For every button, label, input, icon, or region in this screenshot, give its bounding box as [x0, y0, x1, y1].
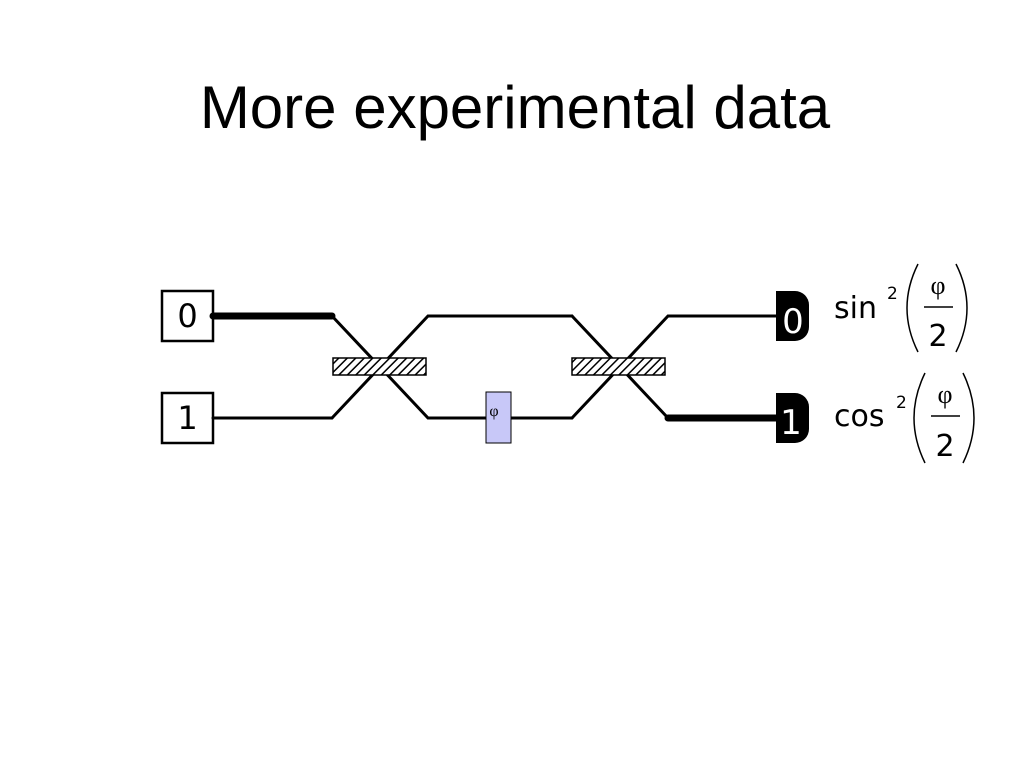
- beam-splitter-1: [332, 357, 427, 376]
- probability-formula-0: sin 2 φ 2: [834, 263, 968, 354]
- phase-shifter: φ: [485, 391, 512, 444]
- right-paren-1: [962, 372, 975, 464]
- input-label-1: 1: [177, 399, 197, 437]
- input-label-0: 0: [177, 297, 197, 335]
- formula-denominator-0: 2: [928, 319, 947, 354]
- detector-0: 0: [776, 291, 809, 342]
- beam-paths: [209, 312, 782, 422]
- probability-formula-1: cos 2 φ 2: [834, 372, 975, 464]
- formula-power-1: 2: [896, 393, 907, 413]
- formula-power-0: 2: [887, 284, 898, 304]
- lower-arm: [330, 314, 574, 420]
- slide-title: More experimental data: [199, 74, 831, 141]
- output-beam-0: [570, 314, 780, 420]
- formula-numerator-1: φ: [937, 380, 952, 409]
- beam-splitter-2: [571, 357, 666, 376]
- phase-symbol: φ: [489, 403, 498, 420]
- upper-arm: [330, 314, 574, 420]
- input-box-0: 0: [160, 289, 215, 343]
- formula-func-1: cos: [834, 399, 884, 434]
- formula-numerator-0: φ: [930, 271, 945, 300]
- formula-denominator-1: 2: [935, 429, 954, 464]
- detector-1: 1: [776, 393, 809, 443]
- left-paren-0: [906, 263, 919, 353]
- formula-func-0: sin: [834, 291, 877, 326]
- input-box-1: 1: [160, 391, 215, 445]
- detector-label-1: 1: [780, 403, 802, 443]
- detector-label-0: 0: [782, 302, 804, 342]
- right-paren-0: [955, 263, 968, 353]
- left-paren-1: [913, 372, 926, 464]
